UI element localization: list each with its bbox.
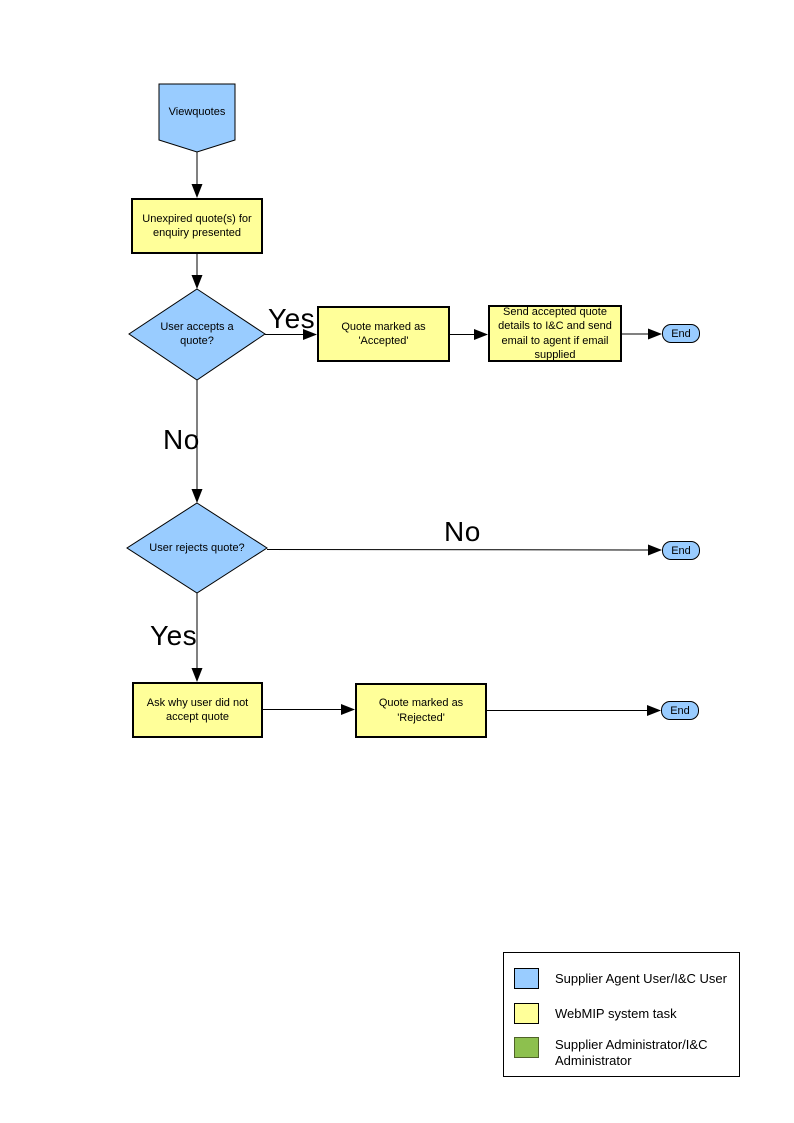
legend-label: Supplier Agent User/I&C User [555,970,727,986]
edge-label-accept-yes: Yes [268,303,316,334]
node-present: Unexpired quote(s) for enquiry presented [131,198,263,254]
edge-label-reject-yes: Yes [150,620,198,651]
decision-reject-shape [126,502,268,594]
legend-label: Supplier Administrator/I&C Administrator [555,1037,708,1068]
node-rejected: Quote marked as 'Rejected' [355,683,487,738]
decision-accept-shape [128,288,266,381]
legend: Supplier Agent User/I&C User WebMIP syst… [503,952,740,1077]
legend-swatch-green [514,1037,539,1058]
edge-reject-no [266,544,662,556]
legend-swatch-blue [514,968,539,989]
node-end-accept: End [662,324,700,343]
edge-label-accept-no: No [163,424,200,455]
legend-item-supplier-agent: Supplier Agent User/I&C User [514,968,733,989]
node-end-reject-no: End [662,541,700,560]
node-ask-why: Ask why user did not accept quote [132,682,263,738]
legend-item-supplier-admin: Supplier Administrator/I&C Administrator [514,1037,733,1069]
node-end-reject-yes: End [661,701,699,720]
node-accepted: Quote marked as 'Accepted' [317,306,450,362]
edge-label-reject-no: No [444,516,481,547]
start-offpage-shape [158,83,236,153]
legend-label: WebMIP system task [555,1005,677,1021]
node-send-details: Send accepted quote details to I&C and s… [488,305,622,362]
legend-swatch-yellow [514,1003,539,1024]
legend-item-webmip-task: WebMIP system task [514,1003,733,1024]
